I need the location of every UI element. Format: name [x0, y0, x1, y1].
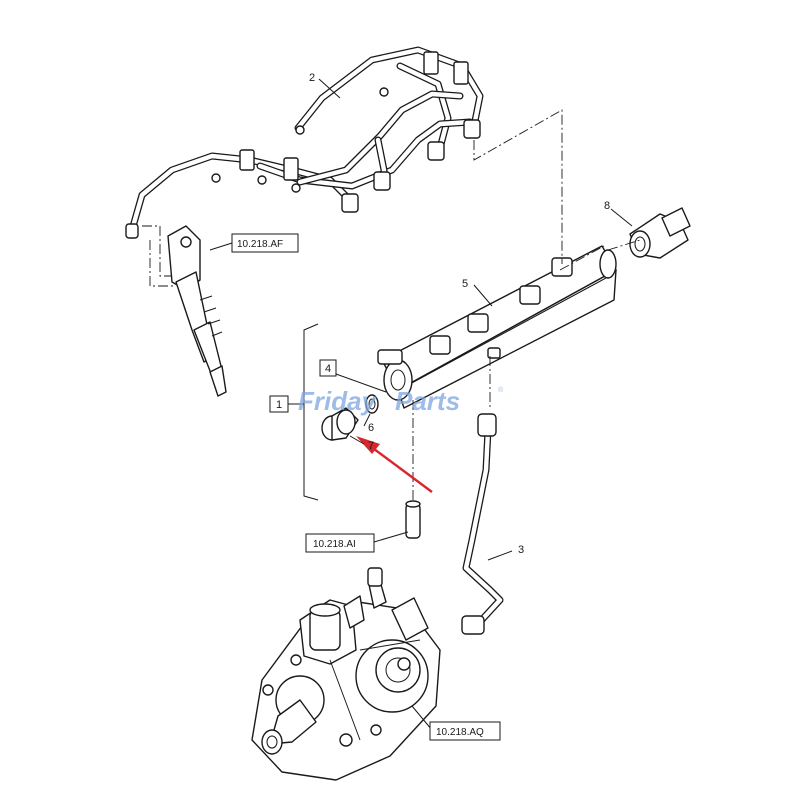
callout-1: 1: [276, 399, 282, 411]
watermark: Friday Parts ®: [298, 386, 504, 416]
callout-6: 6: [368, 422, 374, 434]
fuel-injector: [167, 225, 227, 397]
watermark-left: Friday: [298, 386, 378, 416]
watermark-registered: ®: [498, 386, 504, 394]
sleeve-part: [405, 500, 421, 539]
reference-injector-label: 10.218.AF: [237, 239, 283, 250]
high-pressure-pipe: [461, 413, 504, 635]
rail-pressure-sensor: [629, 207, 691, 259]
callout-8: 8: [604, 200, 610, 212]
fuel-rail: [377, 245, 617, 409]
rail-port: [429, 257, 573, 359]
pressure-relief-plug: [321, 407, 359, 441]
reference-sleeve-label: 10.218.AI: [313, 539, 356, 550]
reference-pump-label: 10.218.AQ: [436, 727, 484, 738]
callout-2: 2: [309, 72, 315, 84]
sealing-ring: [365, 394, 379, 414]
callout-3: 3: [518, 544, 524, 556]
watermark-right: Parts: [395, 386, 460, 416]
callout-4: 4: [325, 363, 331, 375]
reference-sleeve: 10.218.AI: [305, 533, 375, 553]
injector-lines-harness: [125, 46, 484, 239]
line-nut: [125, 119, 481, 239]
callout-5: 5: [462, 278, 468, 290]
high-pressure-fuel-pump: [251, 567, 441, 781]
reference-pump: 10.218.AQ: [429, 721, 501, 741]
highlight-arrow: [356, 436, 433, 493]
callout-7: 7: [368, 440, 374, 452]
reference-injector: 10.218.AF: [231, 233, 299, 253]
